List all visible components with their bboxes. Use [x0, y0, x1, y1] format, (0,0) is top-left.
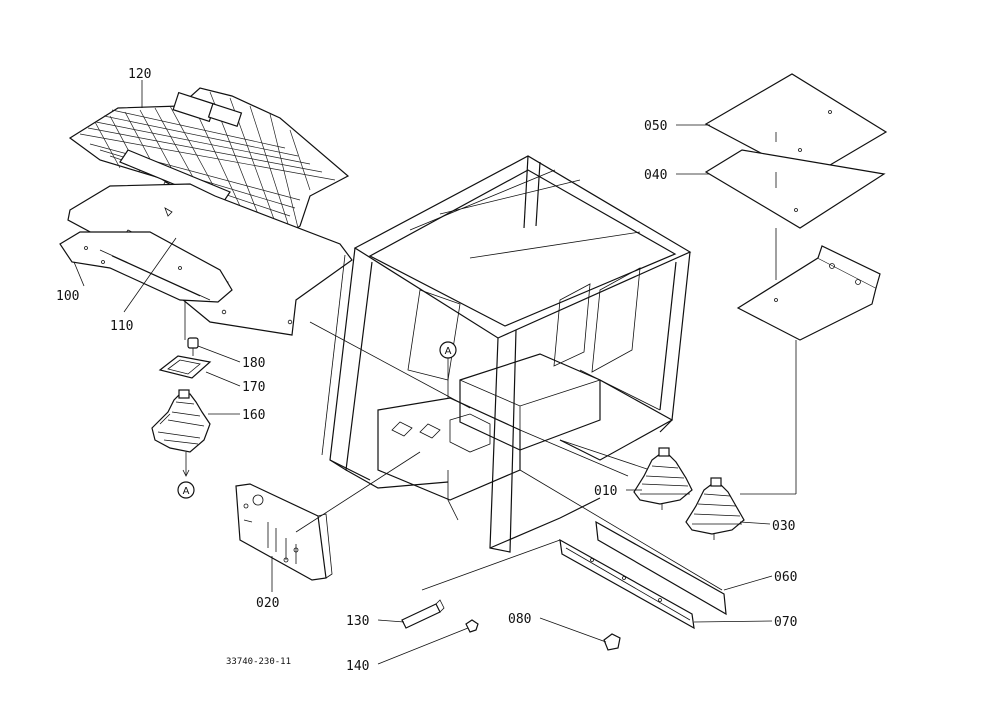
- part-label-050: 050: [644, 119, 667, 134]
- part-label-010: 010: [594, 484, 617, 499]
- rail-070: [559, 538, 695, 630]
- ref-mark-a-center-label: A: [445, 346, 452, 357]
- drawing-number: 33740-230-11: [226, 657, 291, 667]
- part-label-160: 160: [242, 408, 265, 423]
- boot-160: [151, 389, 211, 477]
- boot-030: [685, 477, 745, 540]
- side-panel-020: [235, 483, 333, 581]
- rail-060: [595, 520, 727, 616]
- part-label-100: 100: [56, 289, 79, 304]
- bracket-panel: [736, 245, 881, 341]
- part-label-120: 120: [128, 67, 151, 82]
- ref-mark-a-left: [177, 481, 195, 499]
- bolt-080: [603, 633, 621, 651]
- part-label-080: 080: [508, 612, 531, 627]
- ref-mark-a-left-label: A: [183, 486, 190, 497]
- panel-040: [704, 149, 886, 229]
- part-label-180: 180: [242, 356, 265, 371]
- part-label-020: 020: [256, 596, 279, 611]
- screw-140: [465, 619, 479, 633]
- floor-plate-100: [59, 231, 233, 303]
- part-label-060: 060: [774, 570, 797, 585]
- part-label-140: 140: [346, 659, 369, 674]
- cab-frame: [309, 155, 692, 553]
- knob-180: [187, 337, 199, 356]
- part-label-170: 170: [242, 380, 265, 395]
- part-label-030: 030: [772, 519, 795, 534]
- bracket-130: [401, 599, 445, 629]
- leader-lines: [73, 80, 773, 665]
- part-label-040: 040: [644, 168, 667, 183]
- boot-010: [633, 447, 693, 510]
- plate-170: [158, 355, 212, 379]
- part-label-110: 110: [110, 319, 133, 334]
- part-label-070: 070: [774, 615, 797, 630]
- part-label-130: 130: [346, 614, 369, 629]
